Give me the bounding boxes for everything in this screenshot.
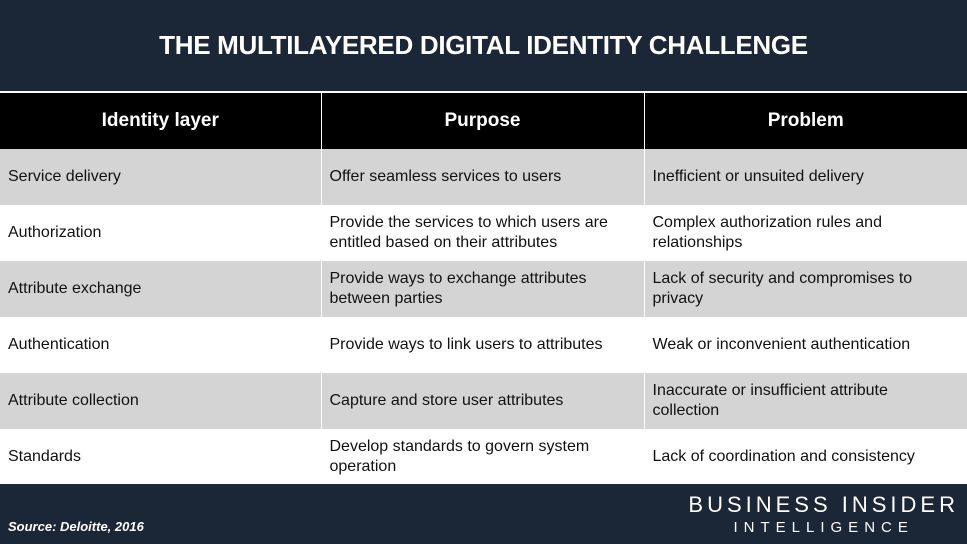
- brand-logo-line1: BUSINESS INSIDER: [688, 492, 959, 517]
- column-header-purpose: Purpose: [320, 91, 644, 149]
- source-note: Source: Deloitte, 2016: [8, 519, 144, 534]
- cell-problem: Lack of coordination and consistency: [643, 429, 967, 485]
- table-row: Standards Develop standards to govern sy…: [0, 429, 967, 485]
- identity-table: Identity layer Purpose Problem Service d…: [0, 91, 967, 485]
- table-row: Service delivery Offer seamless services…: [0, 149, 967, 205]
- brand-logo-line2: INTELLIGENCE: [733, 519, 914, 536]
- cell-problem: Inefficient or unsuited delivery: [643, 149, 967, 205]
- cell-identity-layer: Authentication: [0, 317, 321, 373]
- cell-identity-layer: Standards: [0, 429, 321, 485]
- page-title: THE MULTILAYERED DIGITAL IDENTITY CHALLE…: [159, 30, 808, 60]
- footer: Source: Deloitte, 2016 BUSINESS INSIDER …: [0, 484, 967, 544]
- table-header-row: Identity layer Purpose Problem: [0, 91, 967, 149]
- table-row: Attribute exchange Provide ways to excha…: [0, 261, 967, 317]
- column-header-identity-layer: Identity layer: [0, 91, 321, 149]
- cell-problem: Weak or inconvenient authentication: [643, 317, 967, 373]
- cell-identity-layer: Authorization: [0, 205, 321, 261]
- cell-purpose: Develop standards to govern system opera…: [320, 429, 644, 485]
- table-row: Authentication Provide ways to link user…: [0, 317, 967, 373]
- cell-purpose: Provide ways to link users to attributes: [320, 317, 644, 373]
- cell-identity-layer: Service delivery: [0, 149, 321, 205]
- cell-purpose: Offer seamless services to users: [320, 149, 644, 205]
- identity-table-container: Identity layer Purpose Problem Service d…: [0, 91, 967, 485]
- cell-purpose: Provide ways to exchange attributes betw…: [320, 261, 644, 317]
- column-header-problem: Problem: [643, 91, 967, 149]
- brand-logo: BUSINESS INSIDER INTELLIGENCE: [688, 492, 959, 537]
- cell-identity-layer: Attribute collection: [0, 373, 321, 429]
- cell-problem: Complex authorization rules and relation…: [643, 205, 967, 261]
- table-row: Attribute collection Capture and store u…: [0, 373, 967, 429]
- cell-identity-layer: Attribute exchange: [0, 261, 321, 317]
- table-row: Authorization Provide the services to wh…: [0, 205, 967, 261]
- cell-purpose: Capture and store user attributes: [320, 373, 644, 429]
- cell-problem: Lack of security and compromises to priv…: [643, 261, 967, 317]
- cell-purpose: Provide the services to which users are …: [320, 205, 644, 261]
- cell-problem: Inaccurate or insufficient attribute col…: [643, 373, 967, 429]
- title-bar: THE MULTILAYERED DIGITAL IDENTITY CHALLE…: [0, 0, 967, 91]
